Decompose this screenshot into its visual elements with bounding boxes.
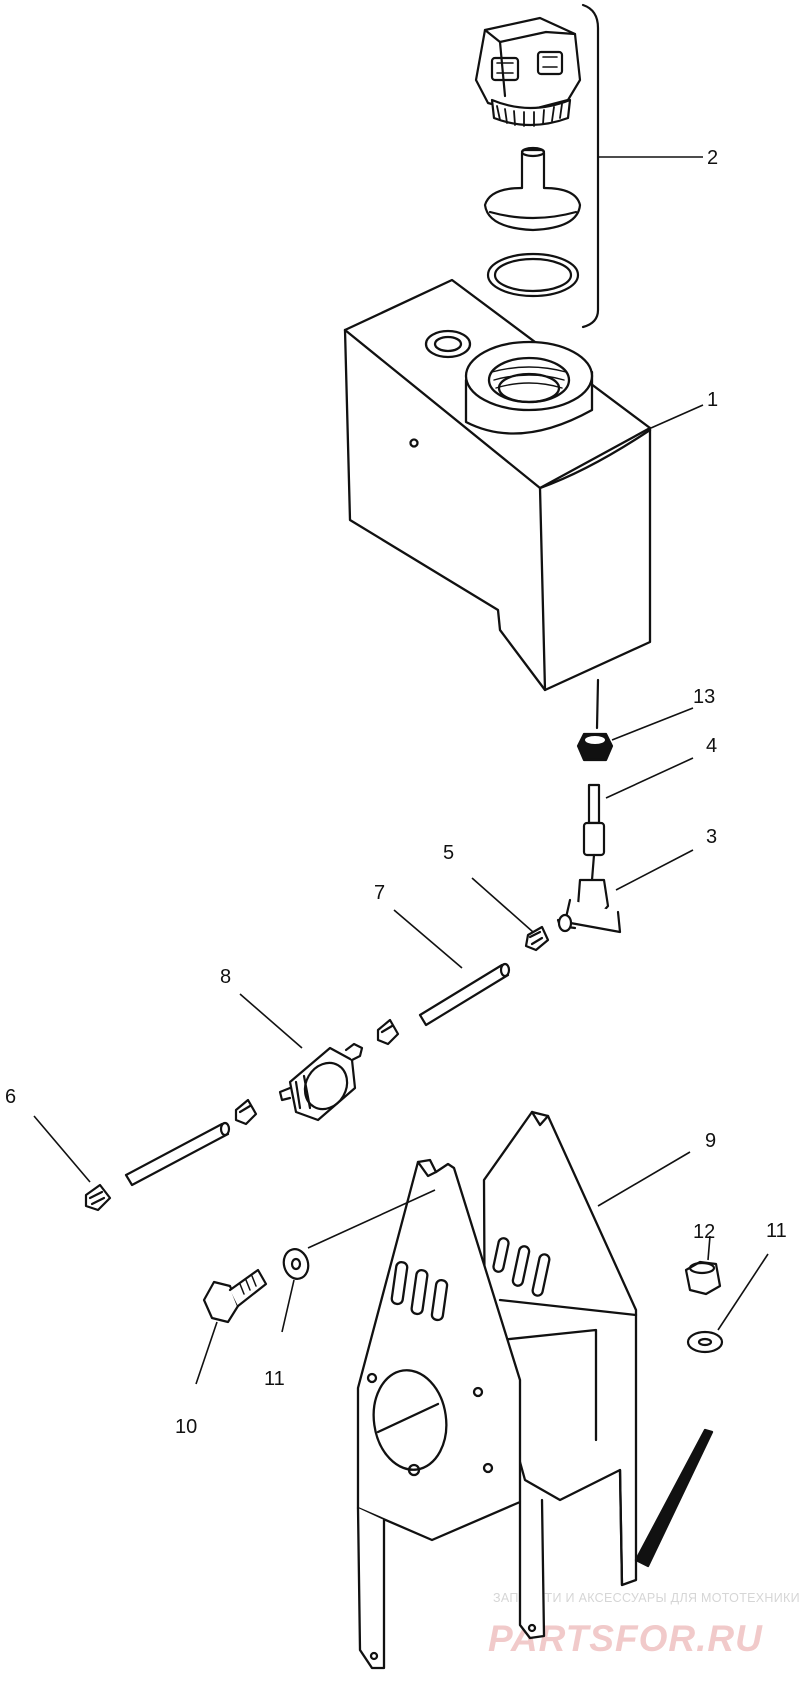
bracket-slot (430, 1278, 449, 1322)
bracket-slot (410, 1269, 429, 1316)
hose-clip-6 (84, 1183, 112, 1212)
leader-4 (605, 757, 694, 799)
leader-bolt-line (307, 1189, 436, 1249)
tank-body (343, 278, 652, 692)
hose-clip-mid (376, 1018, 400, 1046)
bracket-leg (356, 1506, 386, 1670)
assembly-bracket (581, 3, 600, 329)
callout-5: 5 (443, 842, 454, 864)
callout-10: 10 (175, 1416, 197, 1438)
bracket-hole (482, 1462, 494, 1474)
bracket-oval-hole (372, 1369, 448, 1471)
callout-3: 3 (706, 826, 717, 848)
mounting-bracket (356, 1110, 714, 1670)
callout-9: 9 (705, 1130, 716, 1152)
callout-7: 7 (374, 882, 385, 904)
fuel-hose-7 (418, 962, 511, 1027)
callout-13: 13 (693, 686, 715, 708)
tank-hole (409, 438, 419, 448)
leader-3 (615, 849, 694, 891)
cap-assembly (474, 3, 600, 329)
leader-10 (195, 1321, 218, 1385)
washer-front (282, 1248, 310, 1280)
callout-2: 2 (707, 147, 718, 169)
leader-13 (611, 707, 694, 741)
bracket-slot (511, 1245, 531, 1287)
oil-tank (343, 278, 652, 692)
tank-filler-neck (464, 340, 594, 435)
hose-clip-lower (234, 1098, 258, 1126)
vent-valve (483, 146, 582, 232)
fuel-filter (278, 1042, 364, 1122)
grommet (576, 732, 614, 762)
fuel-line (84, 925, 550, 1212)
bracket-slot (531, 1253, 551, 1297)
callout-labels: 2 1 13 4 3 5 7 8 6 9 12 11 11 10 (5, 147, 787, 1438)
leader-12 (707, 1235, 711, 1261)
leader-5 (471, 877, 534, 933)
nut (684, 1260, 722, 1296)
callout-11a: 11 (264, 1368, 285, 1390)
callout-6: 6 (5, 1086, 16, 1108)
o-ring (486, 252, 580, 298)
outlet-fittings (556, 678, 622, 934)
filler-cap (474, 16, 582, 127)
watermark-tagline: ЗАПЧАСТИ И АКСЕССУАРЫ ДЛЯ МОТОТЕХНИКИ (493, 1591, 800, 1605)
fuel-hose-lower (124, 1121, 231, 1187)
strainer-pickup (582, 783, 606, 882)
bracket-hole (472, 1386, 484, 1398)
callout-11b: 11 (766, 1220, 787, 1242)
bracket-hole (407, 1463, 421, 1477)
hose-clip-5 (524, 925, 550, 952)
bracket-leg (518, 1498, 546, 1640)
bracket-front-plate (356, 1158, 522, 1542)
leader-6 (33, 1115, 91, 1183)
callout-12: 12 (693, 1221, 715, 1243)
callout-1: 1 (707, 389, 718, 411)
leader-7 (393, 909, 463, 969)
fasteners (202, 1248, 724, 1354)
o-ring-inner (493, 257, 573, 293)
washer-rear (686, 1330, 724, 1354)
leader-9 (597, 1151, 691, 1207)
leader-8 (239, 993, 303, 1049)
bolt (202, 1268, 268, 1324)
leader-11a (281, 1279, 295, 1333)
leader-11b (717, 1253, 769, 1331)
bracket-slot (390, 1261, 409, 1306)
fuel-tap (556, 878, 622, 934)
bracket-hole (366, 1372, 378, 1384)
bracket-wedge (634, 1428, 714, 1568)
callout-4: 4 (706, 735, 717, 757)
callout-8: 8 (220, 966, 231, 988)
leader-1 (650, 404, 704, 429)
leader-lines (33, 156, 769, 1385)
tank-boss (424, 329, 472, 359)
bracket-slot (492, 1237, 510, 1273)
assembly-line (595, 678, 600, 730)
